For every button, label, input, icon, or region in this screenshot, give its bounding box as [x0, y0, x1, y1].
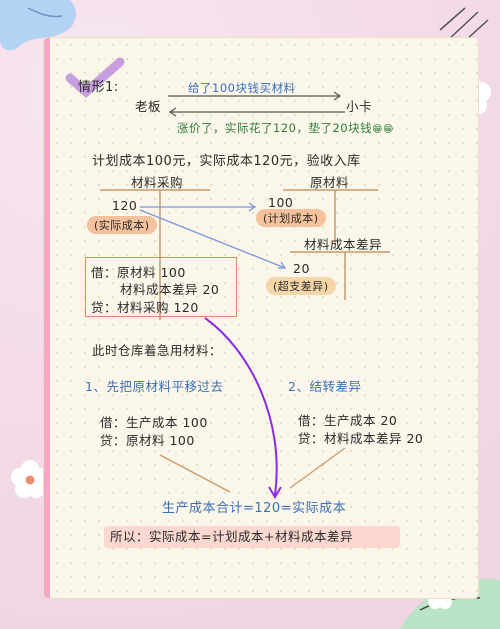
- t-account-variance: [290, 251, 390, 300]
- total-line: 生产成本合计=120=实际成本: [162, 501, 347, 516]
- boss-label: 老板: [135, 99, 162, 114]
- step2-line2: 贷：材料成本差异 20: [298, 431, 424, 446]
- worker-label: 小卡: [346, 99, 373, 114]
- t-account-raw: [283, 189, 378, 245]
- line-step1-to-total: [159, 454, 231, 493]
- entry1-line1: 借：原材料 100: [91, 265, 186, 280]
- arrow-to-variance: [139, 209, 286, 269]
- purple-curve-arrow: [204, 317, 278, 496]
- variance-value: 20: [293, 261, 310, 276]
- plan-cost-tag: (计划成本): [256, 209, 326, 227]
- raw-value: 100: [268, 195, 294, 210]
- t-account-purchase: [100, 189, 210, 320]
- emoji-text: 😁😁: [372, 124, 394, 135]
- purchase-value: 120: [112, 198, 138, 213]
- price-note-text: 涨价了，实际花了120，垫了20块钱: [177, 121, 373, 135]
- price-note: 涨价了，实际花了120，垫了20块钱😁😁: [177, 120, 394, 136]
- warehouse-note: 此时仓库着急用材料：: [92, 343, 223, 358]
- line-step2-to-total: [289, 447, 346, 489]
- raw-account-title: 原材料: [310, 175, 350, 190]
- step2-line1: 借：生产成本 20: [298, 413, 398, 428]
- note-card: [44, 38, 478, 598]
- top-note: 给了100块钱买材料: [188, 81, 296, 95]
- step1-line1: 借：生产成本 100: [100, 415, 208, 430]
- conclusion-box: 所以：实际成本=计划成本+材料成本差异: [104, 526, 400, 548]
- overrun-tag: (超支差异): [266, 277, 336, 295]
- step2-title: 2、结转差异: [288, 379, 362, 394]
- case-title: 情形1:: [78, 80, 119, 95]
- step1-line2: 贷：原材料 100: [100, 433, 195, 448]
- actual-cost-tag: (实际成本): [87, 216, 157, 234]
- purchase-account-title: 材料采购: [131, 175, 184, 190]
- variance-account-title: 材料成本差异: [304, 237, 383, 252]
- journal-entry-box: [85, 257, 237, 317]
- summary-line: 计划成本100元，实际成本120元，验收入库: [92, 154, 361, 169]
- entry1-line2: 材料成本差异 20: [120, 282, 220, 297]
- entry1-line3: 贷：材料采购 120: [91, 300, 199, 315]
- blue-cloud-decoration: [0, 0, 76, 51]
- checkmark-icon: [65, 57, 125, 98]
- step1-title: 1、先把原材料平移过去: [85, 379, 224, 394]
